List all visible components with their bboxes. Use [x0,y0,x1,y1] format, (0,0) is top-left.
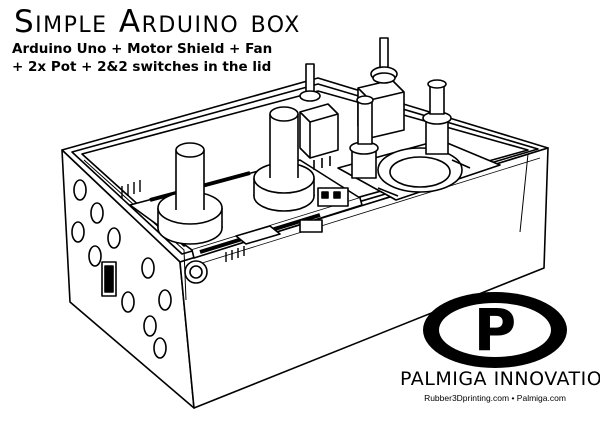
subtitle-components: Arduino Uno + Motor Shield + Fan [12,41,273,57]
brand-urls: Rubber3Dprinting.com • Palmiga.com [424,393,566,403]
push-button-2 [422,79,452,155]
fan-housing [337,139,501,201]
palmiga-logo: P [423,292,567,368]
subtitle-controls: + 2x Pot + 2&2 switches in the lid [12,59,272,75]
toggle-switch-1 [299,63,339,170]
side-vent-holes [71,179,172,359]
potentiometer-right [253,106,315,212]
brand-name: PALMIGA INNOVATION [400,368,600,390]
logo-letter: P [474,296,517,364]
push-button-1 [349,95,379,179]
page-title: Simple Arduino box [14,4,301,40]
potentiometer-left [157,142,223,245]
